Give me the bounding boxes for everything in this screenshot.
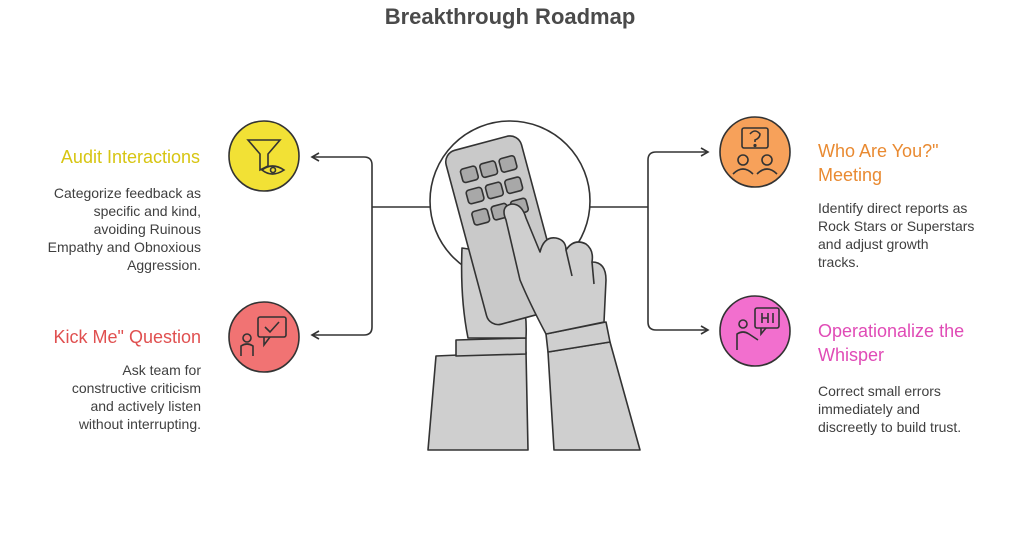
audit-desc-line: specific and kind,	[93, 203, 201, 219]
connector-left	[310, 152, 432, 340]
audit-desc-line: Aggression.	[127, 257, 201, 273]
arrow-to-whisper	[647, 207, 710, 335]
kickme-desc-line: Ask team for	[122, 362, 201, 378]
arrow-to-whoareyou	[647, 147, 710, 207]
whoareyou-title-line: Meeting	[818, 165, 883, 185]
whisper-desc-line: immediately and	[818, 401, 920, 417]
kickme-desc-line: constructive criticism	[71, 380, 201, 396]
arrow-to-audit	[310, 152, 373, 207]
kickme-icon-circle	[228, 301, 300, 373]
audit-desc-line: avoiding Ruinous	[93, 221, 201, 237]
kickme-description: Ask team for constructive criticism and …	[20, 361, 201, 433]
kickme-desc-line: and actively listen	[90, 398, 201, 414]
whoareyou-icon-circle	[719, 116, 791, 188]
whisper-title: Operationalize the Whisper	[818, 319, 1013, 367]
whoareyou-description: Identify direct reports as Rock Stars or…	[818, 199, 1013, 271]
audit-desc-line: Categorize feedback as	[53, 185, 201, 201]
whoareyou-title: Who Are You?" Meeting	[818, 139, 1008, 187]
whisper-desc-line: discreetly to build trust.	[818, 419, 962, 435]
diagram-title: Breakthrough Roadmap	[384, 4, 636, 29]
arrow-to-kickme	[310, 207, 373, 340]
kickme-desc-line: without interrupting.	[78, 416, 201, 432]
connector-right	[588, 147, 710, 335]
audit-title: Audit Interactions	[60, 147, 200, 167]
whoareyou-title-line: Who Are You?"	[818, 141, 939, 161]
audit-desc-line: Empathy and Obnoxious	[47, 239, 201, 255]
whoareyou-desc-line: Rock Stars or Superstars	[818, 218, 975, 234]
hand-remote-control-icon	[427, 120, 641, 451]
whisper-title-line: Whisper	[818, 345, 885, 365]
audit-description: Categorize feedback as specific and kind…	[20, 184, 201, 274]
whoareyou-desc-line: tracks.	[818, 254, 860, 270]
filter-eye-icon	[246, 139, 286, 175]
people-question-icon	[732, 127, 778, 175]
person-chat-check-icon	[240, 316, 287, 356]
whoareyou-desc-line: Identify direct reports as	[818, 200, 968, 216]
person-hi-speech-icon	[736, 307, 780, 350]
audit-icon-circle	[228, 120, 300, 192]
kickme-title: Kick Me" Question	[53, 327, 201, 347]
whisper-title-line: Operationalize the	[818, 321, 965, 341]
whoareyou-desc-line: and adjust growth	[818, 236, 929, 252]
whisper-description: Correct small errors immediately and dis…	[818, 382, 1013, 436]
whisper-desc-line: Correct small errors	[818, 383, 941, 399]
whisper-icon-circle	[719, 295, 791, 367]
